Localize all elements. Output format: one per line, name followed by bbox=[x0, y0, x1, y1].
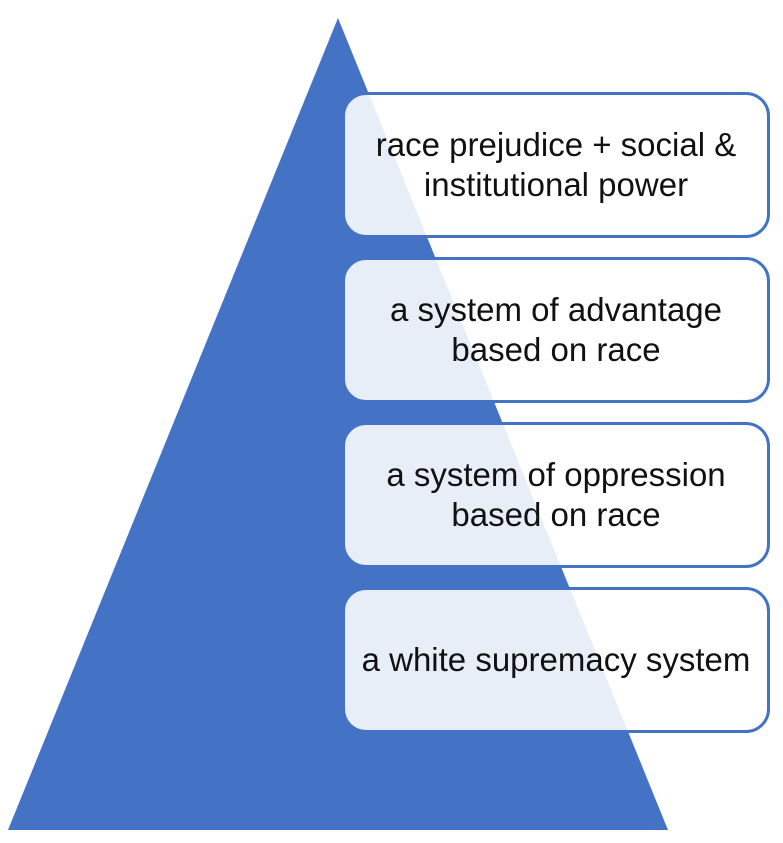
pyramid-level-3-box: a system of oppression based on race bbox=[342, 422, 770, 568]
pyramid-level-1-label: race prejudice + social & institutional … bbox=[375, 126, 737, 203]
pyramid-level-1-box: race prejudice + social & institutional … bbox=[342, 92, 770, 238]
pyramid-level-4-box: a white supremacy system bbox=[342, 587, 770, 733]
pyramid-level-2-box: a system of advantage based on race bbox=[342, 257, 770, 403]
pyramid-level-3-label: a system of oppression based on race bbox=[386, 456, 726, 533]
pyramid-level-2-label: a system of advantage based on race bbox=[389, 291, 723, 368]
pyramid-level-4-label: a white supremacy system bbox=[361, 641, 751, 678]
